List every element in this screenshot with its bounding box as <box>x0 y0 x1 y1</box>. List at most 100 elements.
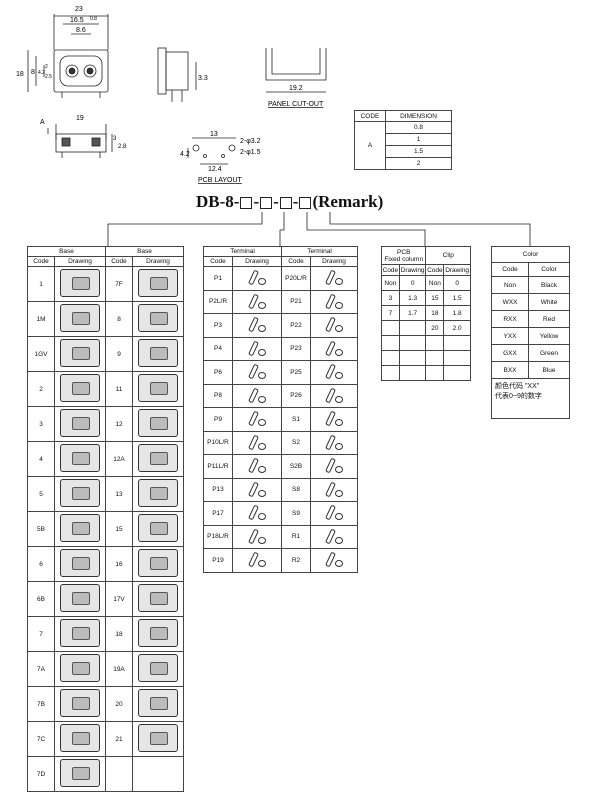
clip-code: Non <box>425 275 445 291</box>
hole-1-5: 2-φ1.5 <box>240 149 261 156</box>
base-drawing-image <box>138 514 178 542</box>
base-drawing-image <box>138 654 178 682</box>
terminal-code: R2 <box>281 548 311 573</box>
base-code: 1GV <box>27 336 55 372</box>
base-code: 21 <box>105 721 133 757</box>
base-code: 18 <box>105 616 133 652</box>
terminal-drawing-cell <box>232 477 282 502</box>
terminal-drawing-cell <box>310 360 358 385</box>
terminal-drawing-image <box>323 315 345 333</box>
terminal-drawing-image <box>246 386 268 404</box>
terminal-drawing-image <box>246 527 268 545</box>
pcb-clip-row <box>381 335 471 351</box>
color-name: White <box>528 293 570 311</box>
base-drawing-image <box>138 339 178 367</box>
pcb-header-drawing: Drawing <box>398 264 427 276</box>
terminal-drawing-cell <box>310 430 358 455</box>
terminal-drawing-cell <box>310 313 358 338</box>
terminal-drawing-cell <box>232 548 282 573</box>
base-drawing-image <box>60 654 100 682</box>
terminal-code: S9 <box>281 501 311 526</box>
pcb-code: Non <box>381 275 400 291</box>
base-drawing-cell <box>132 546 184 582</box>
base-group-title: Base <box>27 246 106 257</box>
base-drawing-image <box>60 409 100 437</box>
color-code: BXX <box>491 361 529 379</box>
dim-a-label: A <box>40 119 45 126</box>
clip-drawing: 1.5 <box>443 290 471 306</box>
base-drawing-cell <box>132 441 184 477</box>
terminal-code: P26 <box>281 383 311 408</box>
terminal-drawing-cell <box>232 383 282 408</box>
dim-3-3: 3.3 <box>198 75 208 82</box>
color-header-code: Code <box>491 262 529 277</box>
base-drawing-cell <box>54 511 106 547</box>
terminal-drawing-image <box>246 292 268 310</box>
branch-lines <box>107 212 531 246</box>
terminal-code: P10L/R <box>203 430 233 455</box>
color-name: Green <box>528 344 570 362</box>
clip-drawing: 0 <box>443 275 471 291</box>
part-number-prefix: DB-8- <box>196 192 240 211</box>
terminal-header-code: Code <box>281 256 311 267</box>
dim-4-2-pcb: 4.2 <box>180 151 190 158</box>
terminal-drawing-image <box>323 433 345 451</box>
terminal-code: P11L/R <box>203 454 233 479</box>
terminal-drawing-image <box>323 339 345 357</box>
base-drawing-cell <box>54 616 106 652</box>
pcb-drawing <box>398 350 427 366</box>
terminal-code-box <box>260 197 273 210</box>
base-drawing-image <box>60 689 100 717</box>
dimension-code-a: A <box>354 121 386 170</box>
terminal-group-title: Terminal <box>203 246 282 257</box>
color-name: Blue <box>528 361 570 379</box>
pcb-header-code: Code <box>381 264 400 276</box>
color-title: Color <box>491 246 570 263</box>
terminal-drawing-cell <box>310 524 358 549</box>
base-drawing-image <box>60 374 100 402</box>
base-drawing-cell <box>54 301 106 337</box>
pcb-drawing <box>398 320 427 336</box>
terminal-code: P2L/R <box>203 289 233 314</box>
base-code: 7 <box>27 616 55 652</box>
base-drawing-cell <box>54 581 106 617</box>
clip-header-drawing: Drawing <box>443 264 471 276</box>
terminal-code: P21 <box>281 289 311 314</box>
base-code: 4 <box>27 441 55 477</box>
dimension-value: 2 <box>385 157 452 170</box>
base-drawing-cell <box>54 406 106 442</box>
terminal-code: S1 <box>281 407 311 432</box>
dim-19: 19 <box>76 115 84 122</box>
dim-8: 8 <box>31 69 35 76</box>
terminal-drawing-cell <box>232 360 282 385</box>
base-drawing-cell <box>132 616 184 652</box>
terminal-drawing-cell <box>310 383 358 408</box>
pcb-drawing: 1.7 <box>398 305 427 321</box>
base-drawing-cell <box>132 301 184 337</box>
base-row: 4 12A <box>27 441 184 477</box>
base-drawing-image <box>60 269 100 297</box>
color-code: RXX <box>491 310 529 328</box>
base-code: 12A <box>105 441 133 477</box>
base-code: 6 <box>27 546 55 582</box>
base-drawing-cell <box>132 371 184 407</box>
terminal-drawing-image <box>246 550 268 568</box>
dimension-value: 1.5 <box>385 145 452 158</box>
terminal-row: P2L/R P21 <box>203 289 358 314</box>
dimension-table: CODE DIMENSION A 0.8 1 1.5 2 <box>354 110 452 170</box>
terminal-drawing-image <box>246 503 268 521</box>
color-code: WXX <box>491 293 529 311</box>
terminal-drawing-cell <box>232 524 282 549</box>
